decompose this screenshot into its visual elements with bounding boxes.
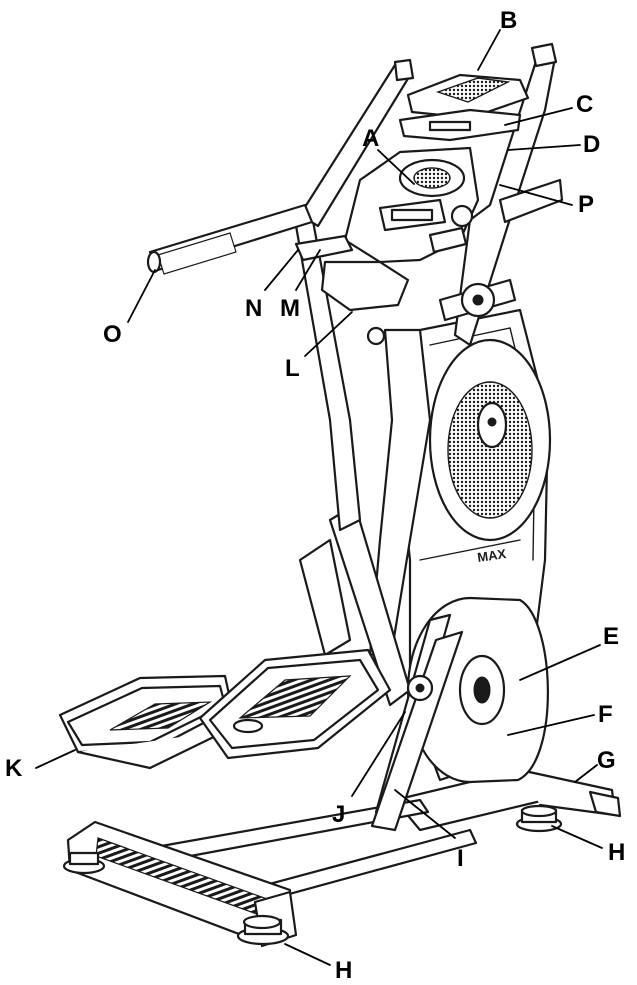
leader-D xyxy=(507,144,581,151)
callout-D: D xyxy=(583,131,600,158)
callout-C: C xyxy=(576,91,593,118)
callout-N: N xyxy=(245,295,262,322)
left-pedal xyxy=(58,674,234,770)
callout-I: I xyxy=(457,845,464,872)
leader-H-rear xyxy=(551,825,603,849)
callout-P: P xyxy=(578,191,594,218)
callout-K: K xyxy=(5,755,23,782)
leader-P xyxy=(499,184,573,206)
leader-C xyxy=(504,107,573,126)
left-moving-arm xyxy=(293,58,415,532)
right-moving-arm xyxy=(438,42,564,347)
left-handlebar-grip xyxy=(146,203,314,275)
callout-H-front: H xyxy=(335,957,352,984)
leveling-foot-front xyxy=(236,914,290,946)
brand-logo: MAX xyxy=(476,546,507,565)
leveling-foot-left xyxy=(62,851,106,875)
leader-B xyxy=(477,29,501,71)
rear-end-cap xyxy=(588,790,622,818)
leader-G xyxy=(574,764,598,783)
callout-B: B xyxy=(500,7,517,34)
console xyxy=(294,73,530,346)
leader-J xyxy=(351,711,406,797)
callout-F: F xyxy=(598,701,613,728)
callout-L: L xyxy=(285,355,300,382)
leader-K xyxy=(35,749,76,769)
leader-H-front xyxy=(284,943,331,966)
leader-M xyxy=(295,249,321,291)
callouts: A B C D P N M O L E F G H H K J I xyxy=(5,7,625,984)
callout-J: J xyxy=(332,801,345,828)
leader-N xyxy=(264,249,299,291)
leader-O xyxy=(127,269,156,323)
callout-A: A xyxy=(362,125,379,152)
leveling-foot-rear xyxy=(515,804,563,833)
base-frame xyxy=(66,768,617,948)
callout-H-rear: H xyxy=(608,839,625,866)
callout-O: O xyxy=(103,321,122,348)
leader-L xyxy=(304,311,353,357)
brand-text: MAX xyxy=(476,546,507,565)
callout-M: M xyxy=(280,295,300,322)
right-pedal xyxy=(198,648,392,760)
fan-housing xyxy=(428,338,552,542)
callout-G: G xyxy=(597,747,616,774)
leader-E xyxy=(519,644,601,681)
leader-I xyxy=(394,789,456,839)
leader-A xyxy=(377,149,415,185)
leader-F xyxy=(507,714,595,736)
callout-E: E xyxy=(603,623,619,650)
pedal-link-arm xyxy=(370,613,464,832)
